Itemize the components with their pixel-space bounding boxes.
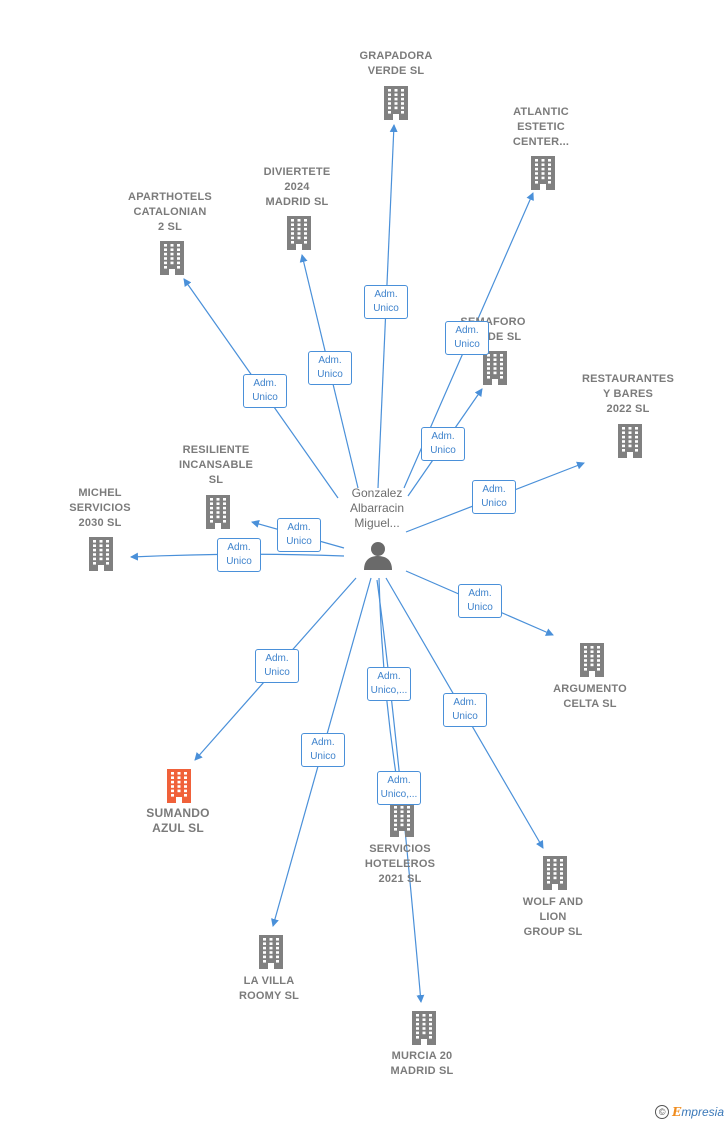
company-label-diviertete: DIVIERTETE 2024 MADRID SL — [263, 166, 331, 208]
copyright-icon: © — [655, 1105, 670, 1119]
company-label-servicios: SERVICIOS HOTELEROS 2021 SL — [364, 843, 436, 885]
building-icon — [580, 643, 604, 677]
building-icon — [287, 216, 311, 250]
building-icon — [412, 1011, 436, 1045]
company-label-grapadora: GRAPADORA VERDE SL — [359, 50, 433, 77]
building-icon — [167, 769, 191, 803]
company-label-wolf: WOLF AND LION GROUP SL — [522, 896, 584, 938]
building-icon — [206, 495, 230, 529]
brand-logo[interactable]: Empresia — [672, 1105, 724, 1119]
building-icon — [160, 241, 184, 275]
building-icon — [483, 351, 507, 385]
building-icon — [384, 86, 408, 120]
edge-label-murcia[interactable]: Adm. Unico,... — [377, 771, 421, 805]
edge-label-semaforo[interactable]: Adm. Unico — [421, 427, 465, 461]
edge-label-sumando[interactable]: Adm. Unico — [255, 649, 299, 683]
edge-label-servicios[interactable]: Adm. Unico,... — [367, 667, 411, 701]
edge-murcia — [376, 579, 425, 1003]
building-icon — [543, 856, 567, 890]
brand-footer: © Empresia — [655, 1105, 724, 1119]
edge-label-michel[interactable]: Adm. Unico — [217, 538, 261, 572]
person-icon — [364, 542, 392, 570]
edge-label-grapadora[interactable]: Adm. Unico — [364, 285, 408, 319]
company-label-aparthotels: APARTHOTELS CATALONIAN 2 SL — [128, 191, 212, 233]
company-label-murcia: MURCIA 20 MADRID SL — [390, 1050, 454, 1077]
building-icon — [618, 424, 642, 458]
company-label-restaurantes: RESTAURANTES Y BARES 2022 SL — [581, 373, 675, 415]
building-icon — [531, 156, 555, 190]
edge-label-wolf[interactable]: Adm. Unico — [443, 693, 487, 727]
company-label-resiliente: RESILIENTE INCANSABLE SL — [178, 444, 254, 486]
company-label-sumando: SUMANDO AZUL SL — [146, 806, 210, 835]
edge-label-resiliente[interactable]: Adm. Unico — [277, 518, 321, 552]
building-icon — [390, 803, 414, 837]
edge-label-restaurantes[interactable]: Adm. Unico — [472, 480, 516, 514]
edge-label-argumento[interactable]: Adm. Unico — [458, 584, 502, 618]
company-label-atlantic: ATLANTIC ESTETIC CENTER... — [512, 106, 570, 148]
person-name: Gonzalez Albarracin Miguel... — [349, 486, 405, 530]
company-label-michel: MICHEL SERVICIOS 2030 SL — [69, 487, 131, 529]
building-icon — [89, 537, 113, 571]
edge-label-lavilla[interactable]: Adm. Unico — [301, 733, 345, 767]
building-icon — [259, 935, 283, 969]
company-label-lavilla: LA VILLA ROOMY SL — [238, 975, 300, 1002]
edge-label-aparthotels[interactable]: Adm. Unico — [243, 374, 287, 408]
edge-label-atlantic[interactable]: Adm. Unico — [445, 321, 489, 355]
company-label-argumento: ARGUMENTO CELTA SL — [553, 683, 627, 710]
edge-label-diviertete[interactable]: Adm. Unico — [308, 351, 352, 385]
